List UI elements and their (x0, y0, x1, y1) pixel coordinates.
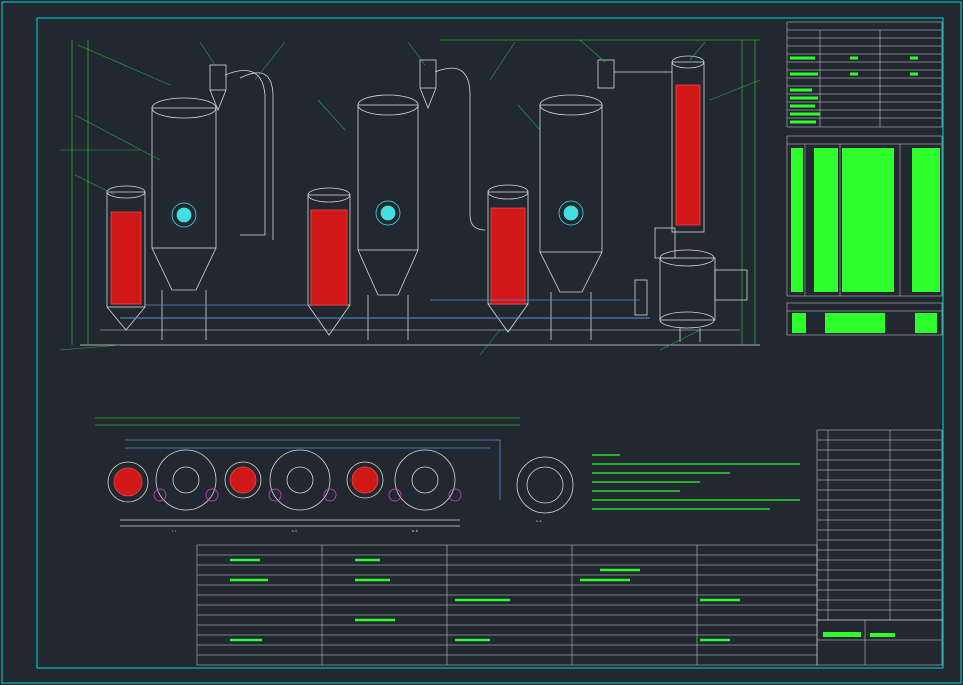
pump (634, 279, 648, 316)
evaporator-effect-3 (539, 59, 615, 340)
nozzle-table (786, 135, 943, 297)
preheater-2 (307, 187, 351, 336)
design-parameter-table (786, 21, 943, 128)
evaporator-effect-1 (151, 64, 227, 340)
title-block (816, 429, 943, 666)
elevation-view (80, 55, 760, 346)
preheater-1 (106, 185, 146, 331)
preheater-3 (487, 184, 529, 333)
sheet-inner-frame (36, 17, 944, 669)
condenser (614, 55, 705, 233)
vapour-pipe-2 (434, 67, 486, 231)
section-label-3: Ⅲ-Ⅲ (412, 529, 418, 533)
parts-list-entries (230, 558, 740, 642)
material-table (786, 302, 943, 336)
receiving-tank (654, 227, 748, 342)
section-label-4: A-A (536, 519, 542, 523)
vapour-pipe-1 (224, 70, 266, 236)
parts-list-table (196, 544, 818, 666)
evaporator-effect-2 (357, 59, 437, 340)
leader-lines (59, 39, 761, 356)
technical-notes (592, 454, 800, 510)
nozzle-table-fill (791, 148, 940, 292)
section-label-1: Ⅰ-Ⅰ (172, 529, 176, 533)
dimension-lines (71, 39, 760, 345)
section-labels: Ⅰ-Ⅰ Ⅱ-Ⅱ Ⅲ-Ⅲ A-A (172, 519, 542, 533)
section-label-2: Ⅱ-Ⅱ (292, 529, 297, 533)
plan-view (95, 417, 574, 527)
